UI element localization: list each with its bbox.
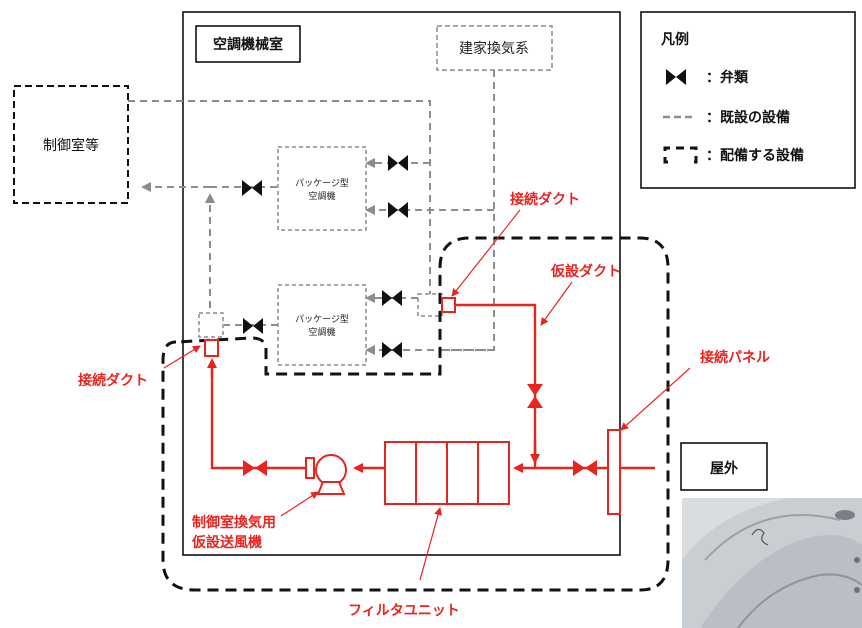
valve-icon [242, 180, 262, 196]
valve-icon [666, 69, 686, 85]
existing-valves [242, 155, 408, 358]
filter-unit [384, 441, 510, 505]
connection-panel-label: 接続パネル [700, 349, 770, 366]
connection-point-left [204, 339, 219, 357]
svg-text:制御室等: 制御室等 [43, 137, 99, 154]
control-room-box: 制御室等 [13, 85, 129, 204]
valve-icon [382, 290, 402, 306]
building-ventilation-box: 建家換気系 [436, 25, 553, 71]
filter-unit-label: フィルタユニット [348, 603, 460, 619]
left-junction-box [198, 312, 224, 338]
svg-text:パッケージ型: パッケージ型 [295, 314, 349, 325]
deployed-box-icon [663, 146, 698, 164]
svg-text:空調機: 空調機 [308, 326, 335, 338]
connection-panel [607, 429, 621, 515]
temporary-valves [243, 384, 597, 476]
valve-icon [243, 318, 263, 334]
legend: 凡例 ：弁類 ：既設の設備 ：配備する設備 [640, 11, 856, 189]
connection-point-top [441, 297, 456, 313]
connection-duct-top-label: 接続ダクト [510, 191, 580, 208]
svg-text:空調機: 空調機 [308, 190, 335, 202]
valve-icon [527, 384, 543, 408]
temporary-duct-label: 仮設ダクト [550, 263, 621, 280]
existing-ducts [128, 70, 495, 355]
outdoor-box: 屋外 [680, 442, 768, 491]
connection-duct-left-label: 接続ダクト [78, 372, 148, 389]
package-unit-lower: パッケージ型 空調機 [277, 284, 367, 366]
valve-icon [382, 342, 402, 358]
temporary-duct [207, 303, 608, 473]
svg-text:：既設の設備: ：既設の設備 [706, 109, 790, 126]
right-junction-box [417, 293, 443, 317]
equipment-photo [682, 498, 862, 628]
svg-text:：配備する設備: ：配備する設備 [706, 147, 804, 164]
valve-icon [243, 460, 267, 476]
svg-text:空調機械室: 空調機械室 [213, 36, 283, 53]
svg-text:建家換気系: 建家換気系 [459, 40, 529, 57]
svg-text:屋外: 屋外 [710, 460, 738, 477]
svg-text:パッケージ型: パッケージ型 [295, 178, 349, 189]
valve-icon [388, 155, 408, 171]
valve-icon [573, 460, 597, 476]
deployed-equipment-boundary [161, 236, 670, 592]
fan-label-line2: 仮設送風機 [191, 534, 262, 551]
machine-room-label: 空調機械室 [195, 25, 301, 63]
machine-room-boundary [182, 11, 621, 556]
valve-icon [388, 202, 408, 218]
svg-text:凡例: 凡例 [661, 31, 689, 48]
fan-label-line1: 制御室換気用 [192, 514, 276, 531]
temporary-fan [305, 454, 347, 495]
callout-leaders [163, 209, 691, 581]
package-unit-upper: パッケージ型 空調機 [277, 146, 367, 231]
svg-text:：弁類: ：弁類 [706, 69, 749, 86]
